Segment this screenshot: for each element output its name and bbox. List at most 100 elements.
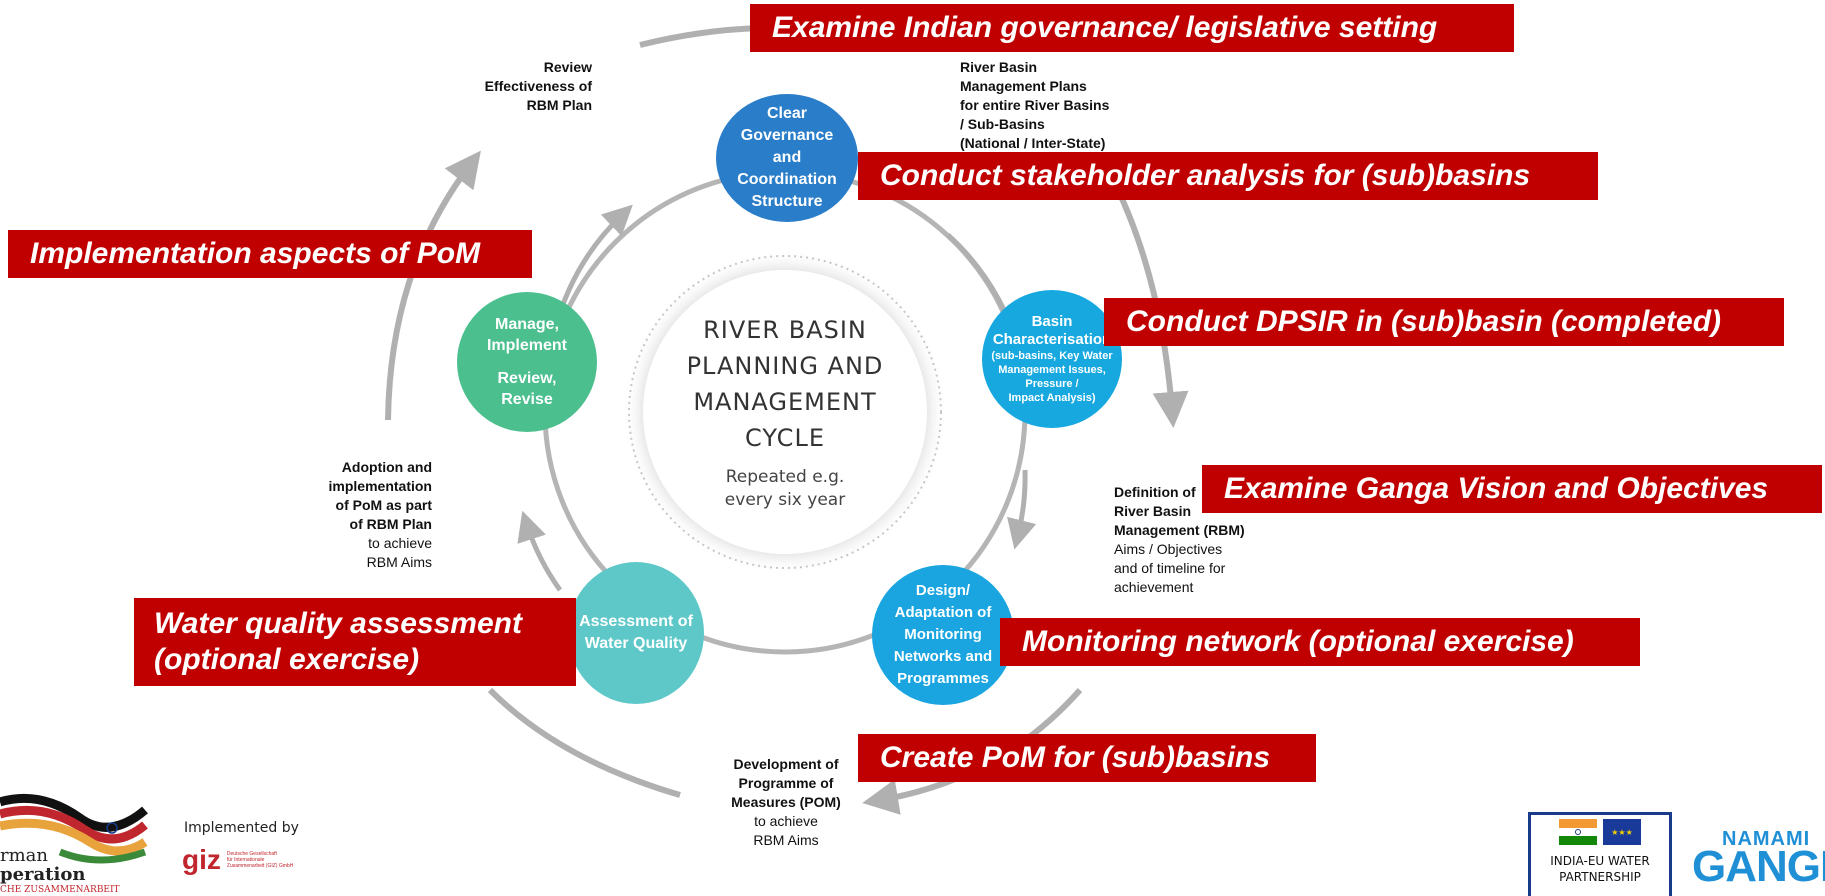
note-line: River Basin: [960, 59, 1038, 75]
note-line: Aims / Objectives: [1114, 541, 1223, 557]
eu-flag-icon: ★★★: [1603, 819, 1641, 845]
banner-line: (optional exercise): [154, 643, 420, 676]
note-review-effectiveness: Review Effectiveness of RBM Plan: [440, 58, 592, 115]
stage-detail-line: (sub-basins, Key Water: [991, 350, 1113, 362]
giz-logo-text: giz: [182, 844, 221, 875]
india-eu-partnership-logo: ★★★ INDIA-EU WATER PARTNERSHIP: [1528, 812, 1672, 896]
india-flag-icon: [1559, 819, 1597, 845]
note-adoption-pom: Adoption and implementation of PoM as pa…: [260, 458, 432, 572]
note-development-pom: Development of Programme of Measures (PO…: [686, 755, 886, 850]
stage-label-line: Manage,: [494, 316, 559, 333]
stage-detail-line: Management Issues,: [998, 364, 1106, 376]
note-line: Review: [543, 59, 592, 75]
cycle-subtitle-line: every six year: [724, 490, 846, 510]
german-cooperation-text: rman peration CHE ZUSAMMENARBEIT: [0, 846, 120, 896]
banner-line: Water quality assessment: [154, 607, 522, 640]
cycle-subtitle-line: Repeated e.g.: [725, 467, 845, 487]
note-line: Adoption and: [341, 459, 432, 475]
note-line: of RBM Plan: [349, 516, 432, 532]
stage-label-line: Adaptation of: [894, 604, 992, 621]
stage-label-line: Water Quality: [584, 635, 688, 652]
stage-label-line: and: [772, 149, 802, 166]
cooperation-line: peration: [0, 864, 86, 885]
stage-label-line: Clear: [766, 105, 808, 122]
note-line: Management (RBM): [1114, 522, 1245, 538]
cycle-title-line: PLANNING AND: [686, 352, 884, 380]
stage-label-line: Characterisation: [992, 331, 1112, 348]
stage-water-quality: Assessment of Water Quality: [568, 562, 704, 704]
cycle-center: RIVER BASIN PLANNING AND MANAGEMENT CYCL…: [643, 270, 927, 554]
note-rbm-plans: River Basin Management Plans for entire …: [960, 58, 1180, 153]
stage-label-line: Implement: [486, 337, 567, 354]
banner-implementation: Implementation aspects of PoM: [8, 230, 532, 278]
cycle-title-line: CYCLE: [745, 424, 825, 452]
partnership-line: INDIA-EU WATER: [1550, 854, 1650, 868]
namami-gange-logo: NAMAMI GANGE: [1692, 828, 1825, 896]
cycle-title-line: RIVER BASIN: [703, 316, 867, 344]
note-line: (National / Inter-State): [960, 135, 1106, 151]
note-line: RBM Aims: [366, 554, 432, 570]
stage-label-line: Design/: [915, 582, 971, 599]
stage-label-line: Networks and: [893, 648, 993, 665]
note-line: Programme of: [738, 775, 834, 791]
note-line: and of timeline for: [1114, 560, 1226, 576]
stage-label-line: Governance: [740, 127, 834, 144]
giz-small-line: Deutsche Gesellschaft: [226, 851, 277, 857]
partnership-text: INDIA-EU WATER PARTNERSHIP: [1531, 853, 1669, 885]
note-line: implementation: [328, 478, 432, 494]
note-line: to achieve: [754, 813, 818, 829]
inner-arrow-lower-right: [1007, 469, 1037, 550]
implemented-by-label: Implemented by: [184, 820, 299, 836]
note-line: achievement: [1114, 579, 1194, 595]
namami-line: NAMAMI: [1722, 828, 1811, 850]
banner-vision: Examine Ganga Vision and Objectives: [1202, 465, 1822, 513]
banner-stakeholder: Conduct stakeholder analysis for (sub)ba…: [858, 152, 1598, 200]
stage-design-monitoring: Design/ Adaptation of Monitoring Network…: [872, 565, 1014, 705]
stage-label-line: Programmes: [897, 670, 989, 687]
banner-pom: Create PoM for (sub)basins: [858, 734, 1316, 782]
cycle-title: RIVER BASIN PLANNING AND MANAGEMENT CYCL…: [687, 312, 884, 456]
note-line: RBM Plan: [526, 97, 592, 113]
stage-label-line: Basin: [1031, 313, 1073, 330]
stage-governance: Clear Governance and Coordination Struct…: [716, 94, 858, 222]
note-line: for entire River Basins: [960, 97, 1110, 113]
note-line: Measures (POM): [731, 794, 841, 810]
note-line: RBM Aims: [753, 832, 819, 848]
banner-governance: Examine Indian governance/ legislative s…: [750, 4, 1514, 52]
center-dotted-ring: [628, 255, 942, 569]
giz-logo: giz Deutsche Gesellschaft für Internatio…: [182, 846, 293, 874]
stage-detail-line: Impact Analysis): [1008, 392, 1096, 404]
partnership-line: PARTNERSHIP: [1559, 870, 1641, 884]
namami-line: GANGE: [1692, 842, 1825, 891]
banner-monitoring: Monitoring network (optional exercise): [1000, 618, 1640, 666]
stage-label-line: Revise: [501, 391, 553, 408]
stage-label-line: Coordination: [737, 171, 837, 188]
note-line: / Sub-Basins: [960, 116, 1045, 132]
stage-basin-characterisation: Basin Characterisation (sub-basins, Key …: [982, 290, 1122, 428]
giz-small-line: für Internationale: [226, 857, 265, 863]
note-line: Management Plans: [960, 78, 1087, 94]
cycle-subtitle: Repeated e.g. every six year: [725, 466, 845, 512]
giz-small-text: Deutsche Gesellschaft für Internationale…: [227, 851, 293, 869]
note-line: Definition of: [1114, 484, 1196, 500]
banner-water-quality: Water quality assessment (optional exerc…: [134, 598, 576, 686]
note-line: Development of: [733, 756, 839, 772]
note-line: River Basin: [1114, 503, 1192, 519]
stage-manage-implement: Manage, Implement Review, Revise: [457, 292, 597, 432]
note-line: to achieve: [368, 535, 432, 551]
outer-arc-top: [639, 25, 761, 48]
cooperation-line: CHE ZUSAMMENARBEIT: [0, 885, 120, 895]
cooperation-line: rman: [0, 845, 48, 866]
german-cooperation-swoosh-icon: [0, 793, 148, 864]
note-line: Effectiveness of: [484, 78, 592, 94]
stage-label-line: Assessment of: [579, 613, 693, 630]
outer-arc-bottom-left: [487, 687, 681, 798]
stage-label-line: Structure: [751, 193, 823, 210]
stage-label-line: Review,: [497, 370, 557, 387]
banner-dpsir: Conduct DPSIR in (sub)basin (completed): [1104, 298, 1784, 346]
cycle-title-line: MANAGEMENT: [693, 388, 877, 416]
outer-arc-left: [385, 150, 481, 421]
giz-small-line: Zusammenarbeit (GIZ) GmbH: [226, 863, 294, 869]
note-line: of PoM as part: [335, 497, 432, 513]
